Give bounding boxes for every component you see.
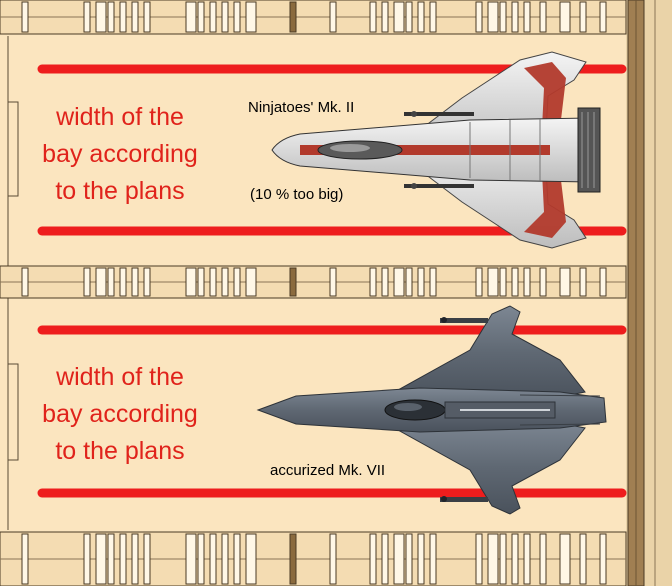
door-rails — [0, 0, 627, 586]
mk2-ship — [271, 51, 601, 249]
bay-edge-lines — [7, 36, 19, 530]
mk2-size-note: (10 % too big) — [250, 186, 344, 203]
door-rail-bottom — [0, 531, 627, 586]
door-rail-top — [0, 0, 627, 35]
bay2-width-label: width of the bay according to the plans — [20, 359, 220, 470]
bay1-label-line-2: bay according — [42, 140, 198, 168]
bay-side-wall — [626, 0, 672, 586]
bay1-width-label: width of the bay according to the plans — [20, 99, 220, 210]
bay2-label-line-2: bay according — [42, 400, 198, 428]
mk2-ship-name: Ninjatoes' Mk. II — [248, 99, 355, 116]
bay2-label-line-1: width of the — [56, 363, 184, 391]
bay2-label-line-3: to the plans — [55, 437, 185, 465]
bay1-label-line-1: width of the — [56, 103, 184, 131]
door-rail-middle — [0, 265, 627, 299]
mk7-ship — [256, 305, 607, 515]
bay1-label-line-3: to the plans — [55, 177, 185, 205]
mk7-ship-name: accurized Mk. VII — [270, 462, 386, 479]
